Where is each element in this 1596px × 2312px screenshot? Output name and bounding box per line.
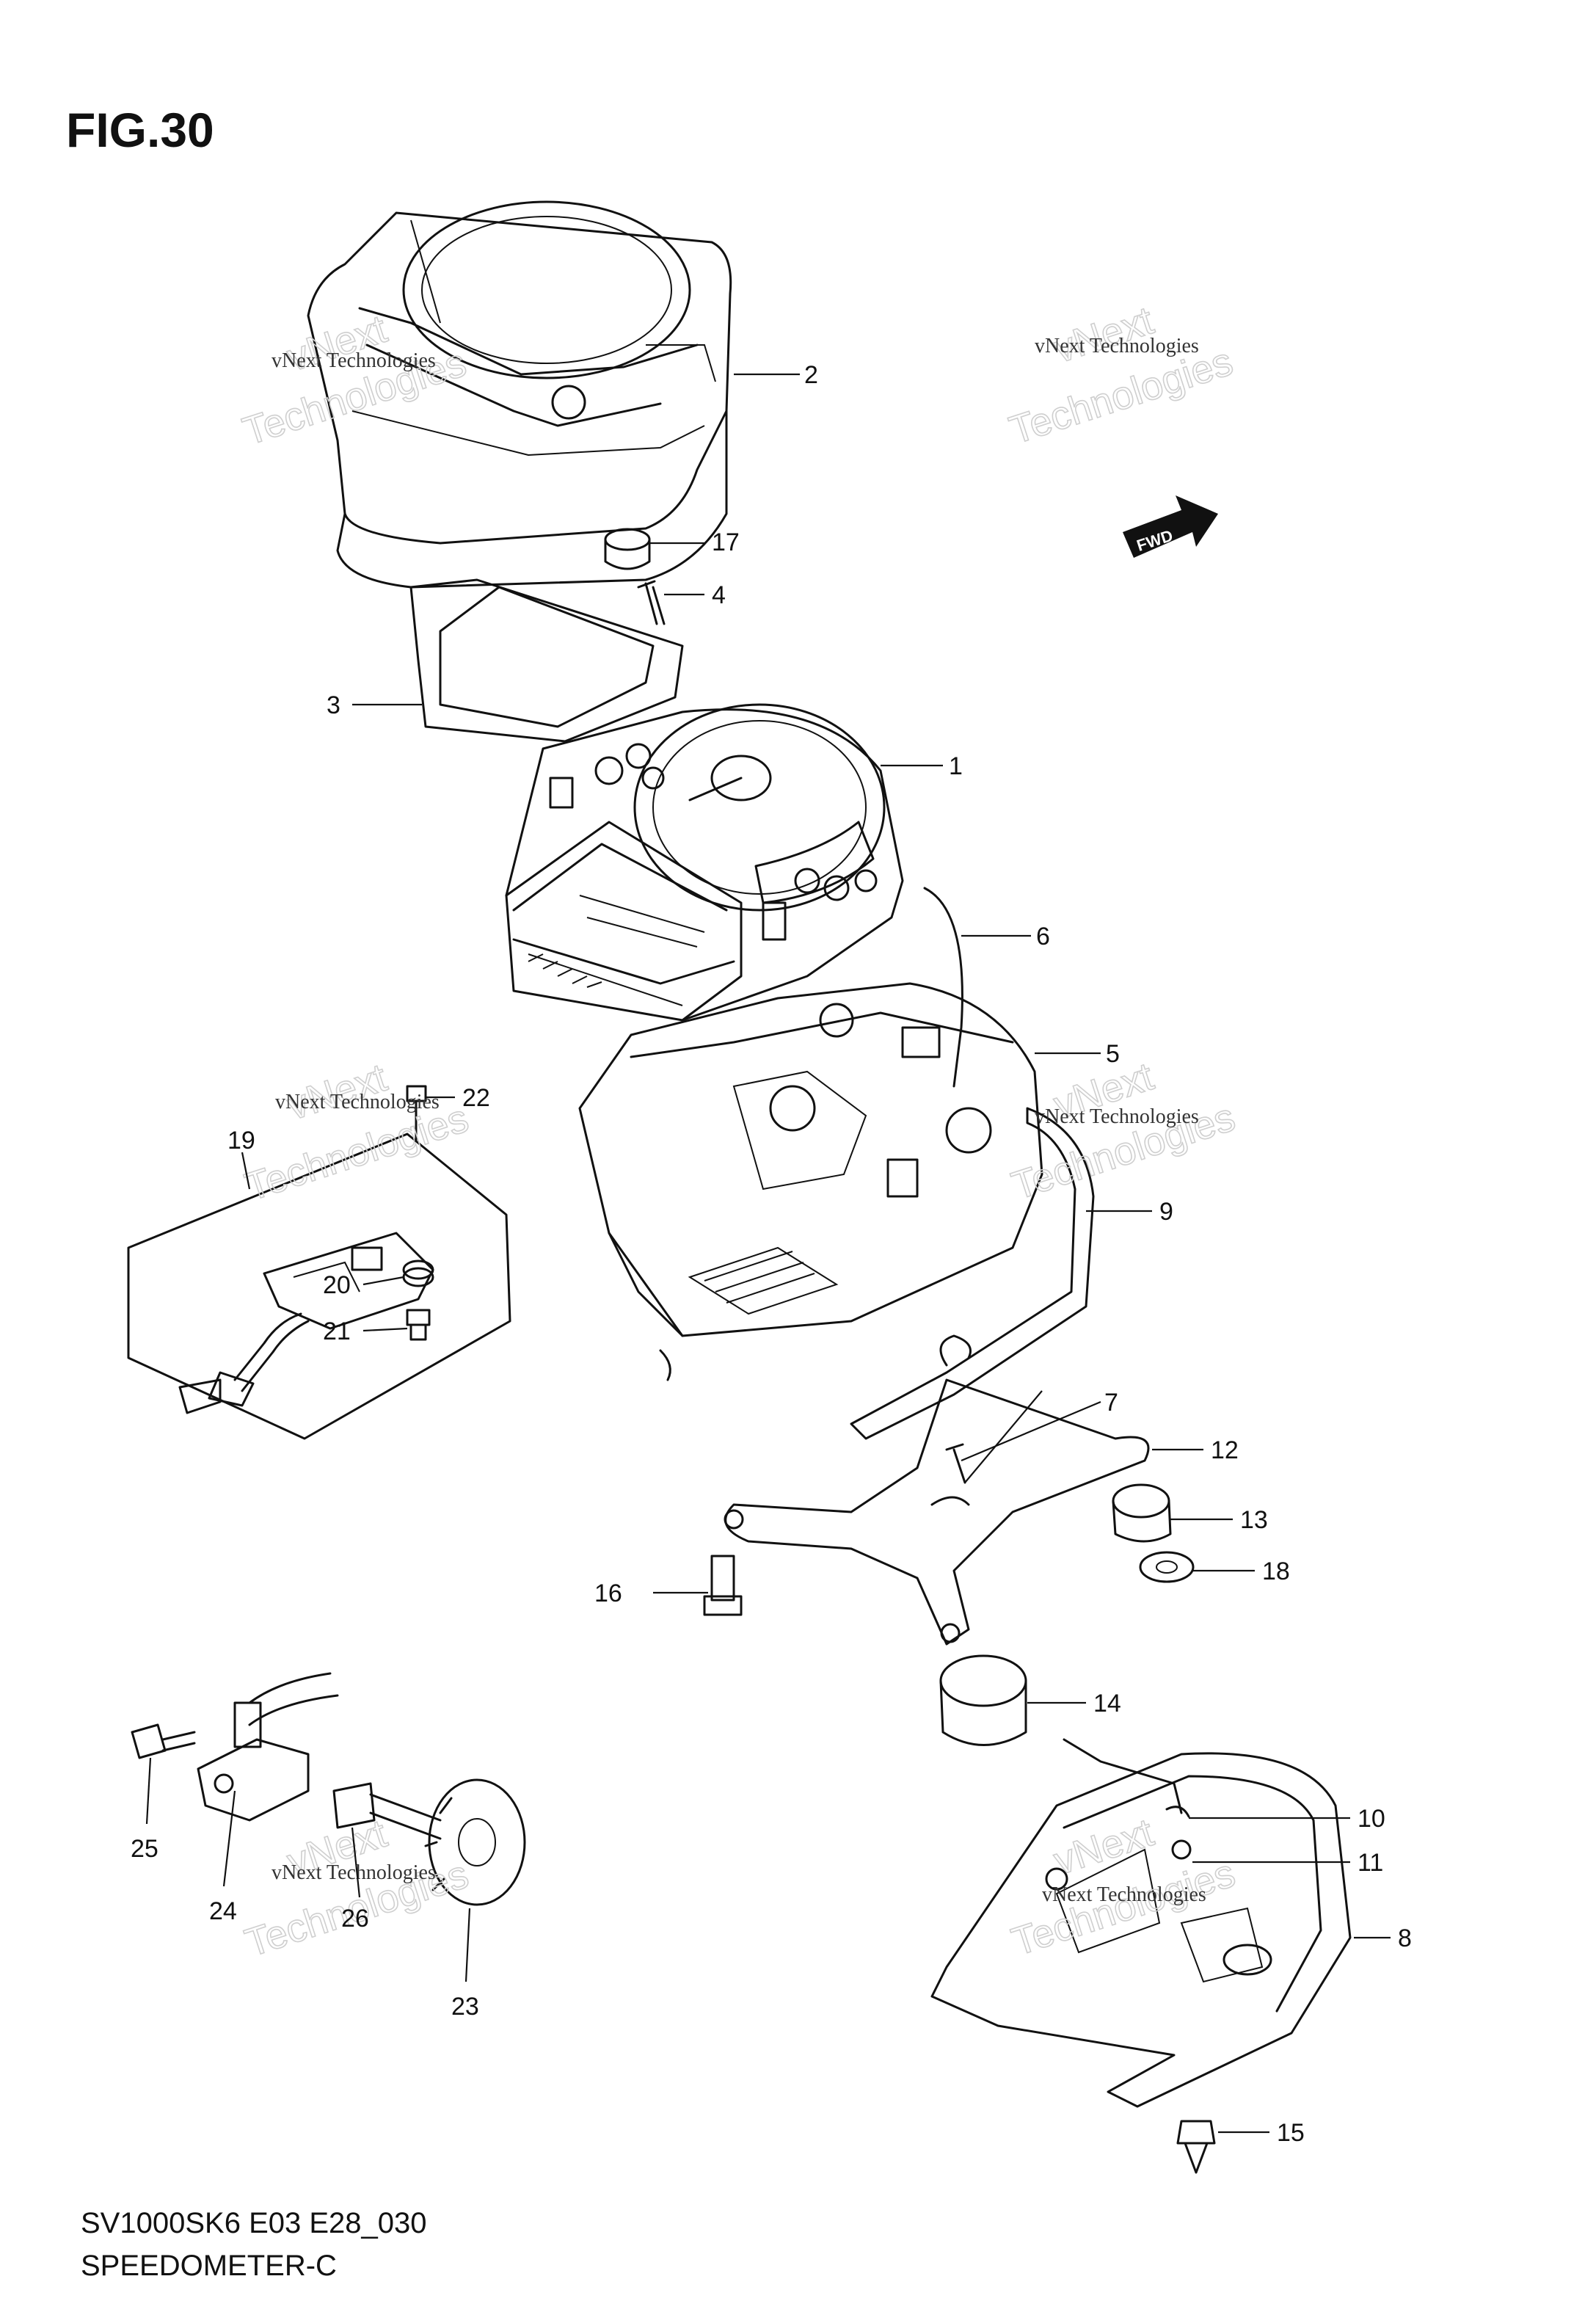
part-label: 10: [1358, 1805, 1385, 1833]
part-label: 26: [341, 1905, 369, 1933]
svg-text:vNext Technologies: vNext Technologies: [1035, 335, 1199, 357]
meter-cover-drawing: [307, 200, 732, 589]
sensor-24-drawing: [197, 1672, 339, 1822]
screw-10-drawing: [1165, 1806, 1190, 1818]
svg-text:vNext Technologies: vNext Technologies: [272, 1861, 436, 1884]
grommet-17-drawing: [604, 528, 651, 570]
diagram-caption: SPEEDOMETER-C: [81, 2250, 337, 2282]
watermark-6: vNext Technologies vNext Technologies: [1006, 1810, 1241, 1965]
part-label: 20: [323, 1271, 351, 1299]
washer-20-drawing: [402, 1259, 434, 1287]
meter-case-drawing: [578, 982, 1043, 1381]
speedometer-assembly-drawing: [505, 703, 904, 1022]
screw-4-drawing: [637, 580, 666, 625]
rotor-23-drawing: [424, 1778, 526, 1906]
part-label: 14: [1093, 1690, 1121, 1717]
part-label: 11: [1358, 1849, 1383, 1877]
part-label: 16: [594, 1579, 622, 1607]
bracket-12-drawing: [724, 1334, 1150, 1646]
lens-panel-drawing: [409, 578, 684, 743]
svg-text:vNext: vNext: [1049, 1810, 1159, 1883]
part-label: 24: [209, 1897, 237, 1925]
bolt-16-drawing: [703, 1555, 743, 1616]
bolt-21-drawing: [406, 1309, 431, 1341]
screw-7-drawing: [945, 1443, 966, 1484]
model-code: SV1000SK6 E03 E28_030: [81, 2207, 427, 2239]
part-label: 17: [712, 528, 740, 556]
part-label: 18: [1262, 1557, 1290, 1585]
washer-18-drawing: [1139, 1551, 1195, 1583]
grommet-13-drawing: [1112, 1483, 1172, 1543]
part-label: 2: [804, 361, 818, 389]
part-label: 22: [462, 1084, 490, 1112]
part-label: 4: [712, 581, 726, 609]
fwd-arrow-icon: FWD: [1123, 495, 1218, 558]
part-label: 15: [1277, 2119, 1305, 2147]
part-label: 9: [1159, 1198, 1173, 1226]
svg-text:vNext Technologies: vNext Technologies: [1035, 1105, 1199, 1128]
part-label: 12: [1211, 1436, 1239, 1464]
svg-text:vNext Technologies: vNext Technologies: [272, 349, 436, 372]
part-label: 23: [451, 1993, 479, 2021]
watermark-2: vNext Technologies vNext Technologies: [1004, 298, 1239, 454]
part-label: 1: [949, 752, 963, 780]
svg-text:Technologies: Technologies: [1007, 1851, 1240, 1964]
rubber-14-drawing: [939, 1654, 1027, 1746]
part-label: 19: [227, 1127, 255, 1155]
part-label: 3: [327, 691, 340, 719]
nut-11-drawing: [1171, 1839, 1192, 1860]
figure-title: FIG.30: [66, 103, 214, 157]
part-label: 8: [1398, 1924, 1412, 1952]
leader-lines: [145, 373, 1391, 2134]
wire-6-drawing: [923, 887, 963, 1088]
clip-15-drawing: [1176, 2120, 1216, 2174]
part-label: 6: [1036, 923, 1050, 950]
part-label: 5: [1106, 1040, 1120, 1068]
svg-text:vNext Technologies: vNext Technologies: [275, 1091, 440, 1113]
svg-text:vNext Technologies: vNext Technologies: [1042, 1883, 1206, 1906]
watermark-3: vNext Technologies vNext Technologies: [239, 1055, 474, 1210]
part-label: 7: [1104, 1389, 1118, 1417]
part-labels: 2 17 4 3 1 6 5 9 7 12 13 18 14 16 10 11 …: [131, 361, 1412, 2147]
watermark-5: vNext Technologies vNext Technologies: [239, 1811, 474, 1966]
trim-strip-9-drawing: [850, 1107, 1095, 1440]
part-label: 13: [1240, 1506, 1268, 1534]
part-label: 21: [323, 1317, 351, 1345]
part-label: 25: [131, 1835, 158, 1863]
bolt-25-drawing: [131, 1723, 196, 1759]
bolt-22-drawing: [406, 1085, 427, 1143]
inset-19-drawing: [127, 1133, 511, 1440]
